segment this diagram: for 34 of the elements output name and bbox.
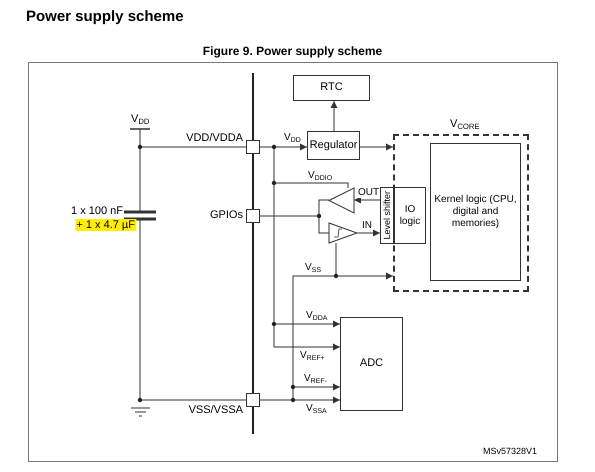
block-box: Level shifter — [380, 187, 394, 244]
figure-id: MSv57328V1 — [482, 446, 538, 456]
pin-label: VSS/VSSA — [188, 404, 244, 416]
block-box: IO logic — [394, 187, 426, 244]
connector — [356, 230, 380, 236]
edge-label: V$_{SS}$ — [304, 262, 322, 273]
capacitor-value: 1 x 100 nF — [70, 205, 124, 217]
edge-label: V$_{DDIO}$ — [307, 170, 334, 181]
pin-label: VDD/VDDA — [185, 132, 244, 144]
edge-label: V$_{DDA}$ — [305, 310, 328, 321]
edge-label: V$_{SSA}$ — [305, 403, 328, 414]
edge-label: V$_{DD}$ — [283, 132, 302, 143]
block-box: Regulator — [307, 131, 360, 160]
block-box: RTC — [293, 75, 370, 101]
schmitt-trigger-symbol — [328, 222, 358, 244]
capacitor-value: + 1 x 4.7 µF — [75, 219, 136, 231]
edge-label: OUT — [357, 187, 380, 198]
domain-label: V$_{CORE}$ — [450, 118, 480, 130]
connector — [330, 100, 338, 132]
pin-pad — [246, 209, 260, 223]
block-box: ADC — [340, 317, 403, 411]
figure-caption: Figure 9. Power supply scheme — [202, 44, 384, 58]
supply-label: V$_{DD}$ — [130, 113, 150, 125]
output-buffer-symbol — [328, 187, 354, 214]
edge-label: IN — [361, 220, 373, 231]
pin-pad — [246, 393, 260, 407]
block-box: Kernel logic (CPU, digital and memories) — [430, 143, 521, 281]
connector — [360, 144, 394, 150]
connector — [354, 196, 380, 204]
pin-label: GPIOs — [208, 209, 244, 221]
edge-label: V$_{REF+}$ — [299, 350, 326, 361]
pin-pad — [246, 140, 260, 154]
section-title: Power supply scheme — [26, 8, 184, 25]
edge-label: V$_{REF-}$ — [303, 373, 328, 384]
